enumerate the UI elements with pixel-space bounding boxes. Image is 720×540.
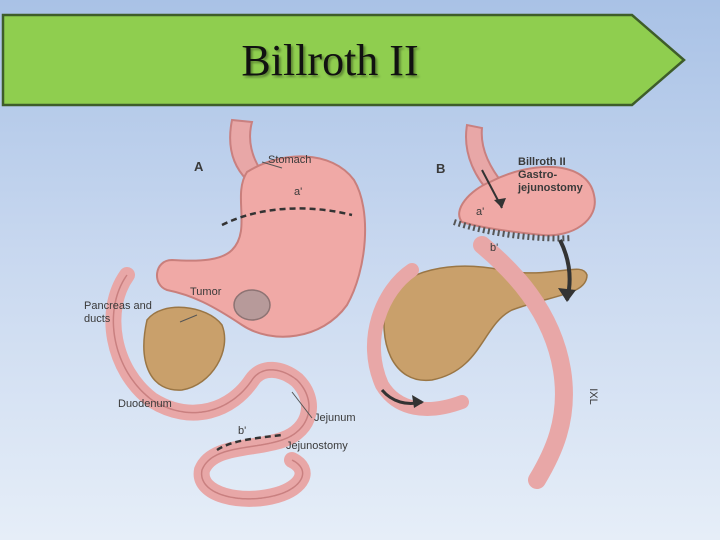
panel-b-letter: B: [436, 161, 446, 176]
cut-line-b: [216, 433, 283, 452]
pancreas-a: [143, 306, 226, 391]
cut-line-a: [221, 207, 353, 227]
billroth-illustration: [105, 118, 596, 507]
label-tumor: Tumor: [190, 286, 222, 298]
label-pancreas: Pancreas and ducts: [84, 300, 152, 325]
label-cut-a: a': [294, 186, 303, 198]
stomach-b: [458, 165, 596, 237]
label-b-cut-b: b': [490, 242, 499, 254]
panel-a-letter: A: [194, 159, 204, 174]
anatomy-figure: A Stomach a' Tumor Pancreas and ducts Du…: [82, 110, 630, 515]
tumor-a: [233, 289, 271, 321]
label-b-cut-a: a': [476, 206, 485, 218]
label-cut-b: b': [238, 425, 247, 437]
label-duodenum: Duodenum: [118, 398, 172, 410]
label-signature: IXL: [586, 388, 599, 405]
label-jejunum: Jejunum: [314, 412, 356, 424]
duodenal-stump-b: [367, 263, 469, 416]
stomach-a: [156, 155, 367, 338]
label-jejunostomy: Jejunostomy: [286, 440, 348, 452]
jejunum-b: [473, 236, 573, 489]
label-stomach: Stomach: [268, 154, 312, 166]
title-banner: [1, 13, 686, 107]
label-procedure: Billroth II Gastro-jejunostomy: [518, 156, 583, 194]
slide-title: Billroth II: [241, 35, 419, 85]
